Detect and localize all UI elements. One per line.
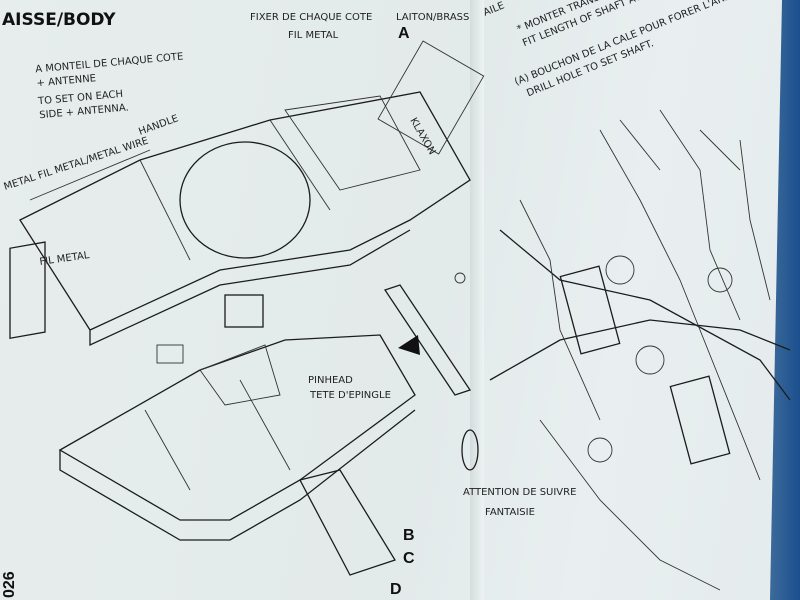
note-klaxon: KLAXON <box>407 116 437 157</box>
suspension-parts-drawing <box>454 109 791 591</box>
note-attention: ATTENTION DE SUIVRE <box>463 487 576 498</box>
callout-b: B <box>403 527 415 544</box>
note-antenna-fr: + ANTENNE <box>36 73 96 89</box>
note-fixer: FIXER DE CHAQUE COTE <box>250 12 372 23</box>
note-fil-metal-left: FIL METAL <box>39 250 91 268</box>
note-pinhead: PINHEAD <box>308 375 353 386</box>
page-number: 026 <box>1 571 18 598</box>
note-metal-wire: METAL FIL METAL/METAL WIRE <box>3 136 150 193</box>
callout-c: C <box>403 550 415 567</box>
page-fold <box>470 0 484 600</box>
upper-hull-drawing <box>9 40 485 347</box>
callout-d: D <box>390 581 402 598</box>
note-laiton: LAITON/BRASS <box>396 12 469 23</box>
lower-hull-drawing <box>58 284 472 576</box>
note-handle: HANDLE <box>137 113 180 138</box>
note-tete-epingle: TETE D'EPINGLE <box>309 390 391 401</box>
note-fil-metal-top: FIL METAL <box>288 30 339 41</box>
note-each-side-fr: A MONTEIL DE CHAQUE COTE <box>35 51 184 75</box>
callout-a: A <box>398 25 410 42</box>
note-fantaisie: FANTAISIE <box>485 507 535 518</box>
right-header: AILE <box>482 0 506 18</box>
section-title: AISSE/BODY <box>2 10 116 30</box>
